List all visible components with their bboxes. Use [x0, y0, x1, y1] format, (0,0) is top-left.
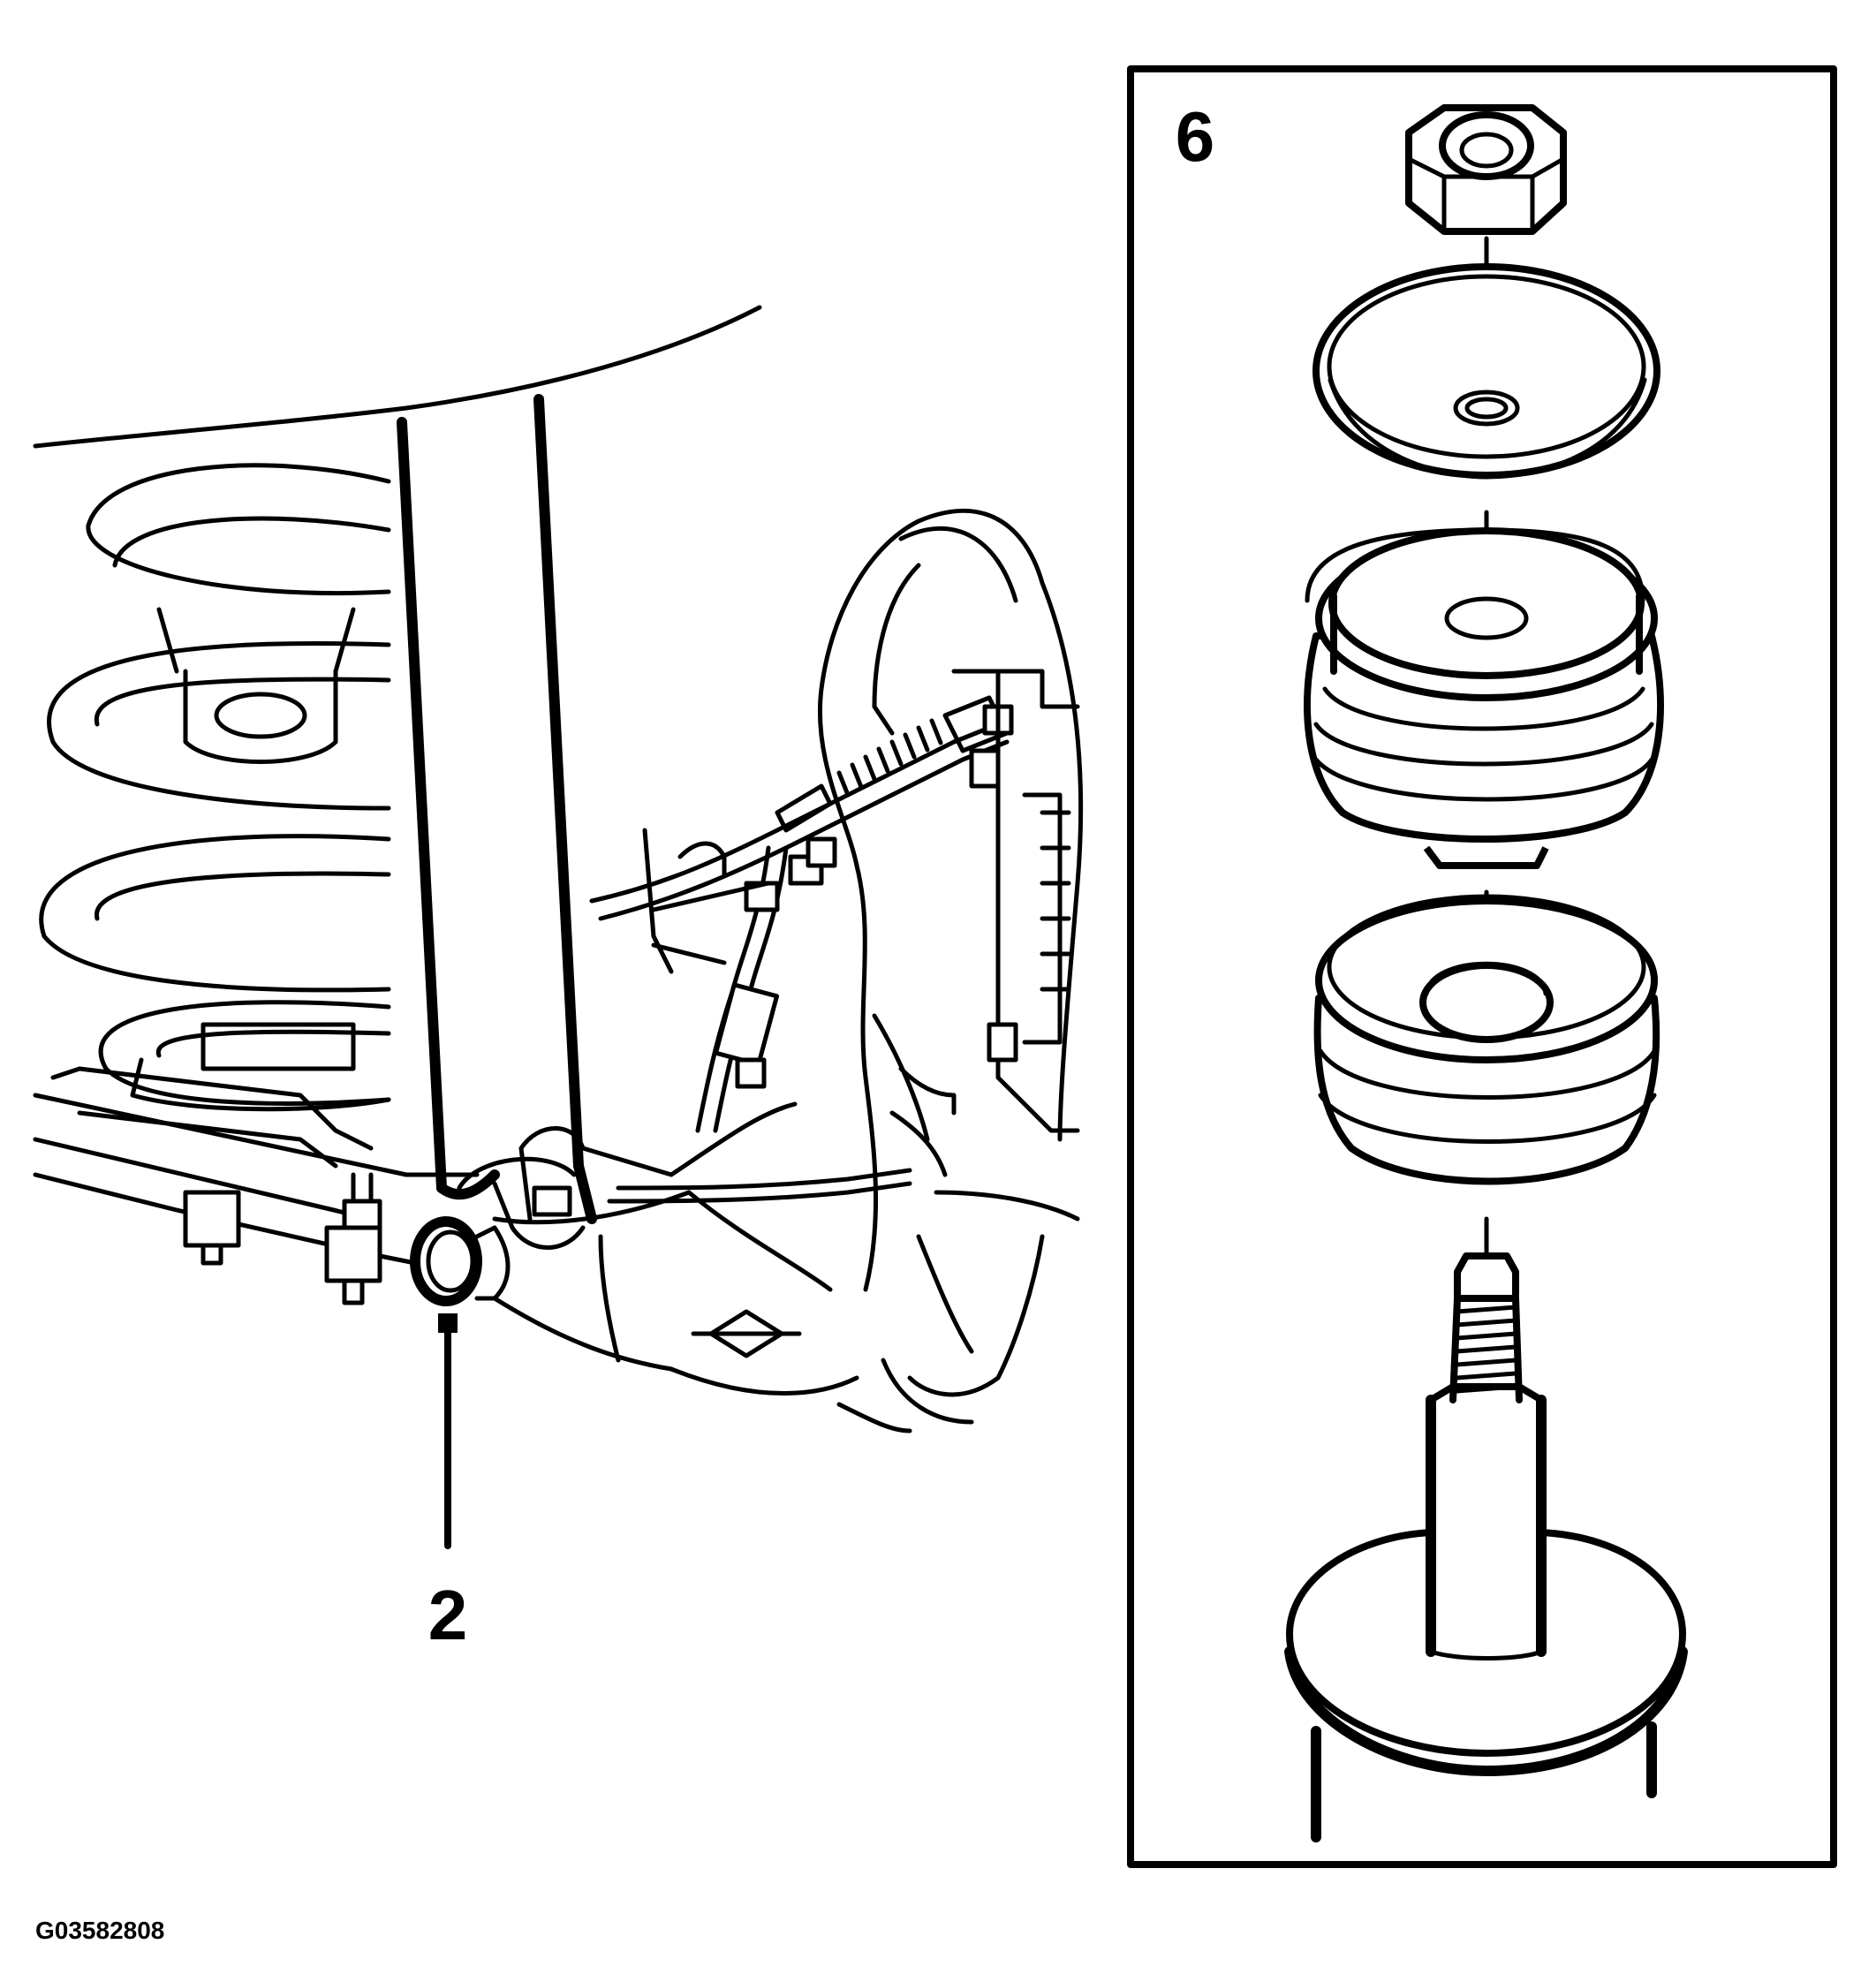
abs-wire	[642, 828, 837, 1133]
lower-insulator	[1313, 894, 1660, 1185]
shock-stud	[1426, 1252, 1547, 1660]
trailing-arm	[492, 1101, 859, 1396]
callout-2-leader	[438, 1313, 458, 1549]
lower-mount-bolt	[410, 1216, 511, 1306]
figure-id: G03582808	[35, 1917, 164, 1944]
shock-absorber	[397, 394, 597, 1250]
coil-spring	[39, 463, 391, 1112]
upper-insulator	[1304, 527, 1664, 869]
shock-cap	[1284, 1529, 1688, 1842]
detail-box: 6	[1127, 65, 1837, 1868]
brake-cable	[589, 695, 1014, 1204]
axle-beam	[33, 1066, 480, 1305]
suspension-view: 2	[33, 305, 1084, 1654]
callout-6-label: 6	[1176, 97, 1215, 176]
upper-retainer	[1312, 263, 1660, 480]
callout-2-label: 2	[428, 1576, 468, 1654]
body-outline	[33, 305, 762, 449]
hex-nut	[1405, 104, 1567, 235]
brake-backing-plate	[817, 508, 1084, 1434]
